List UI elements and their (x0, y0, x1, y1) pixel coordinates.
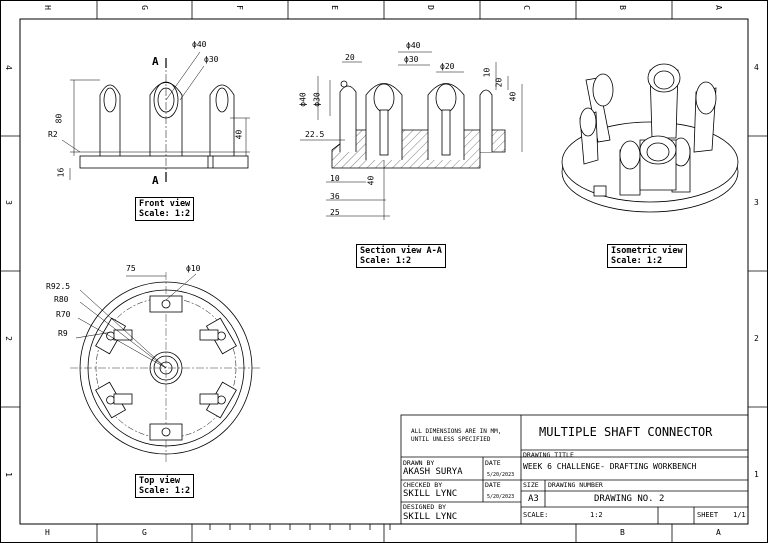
tb-scale-label: SCALE: (523, 511, 549, 519)
tb-note-line1: ALL DIMENSIONS ARE IN MM, (411, 428, 502, 435)
tb-date-label: DATE (485, 459, 501, 467)
zone-label-3-left: 3 (3, 200, 13, 205)
front-dim-d30: ϕ30 (204, 55, 219, 64)
tb-drawn-by: AKASH SURYA (403, 467, 463, 477)
tb-checked-by: SKILL LYNC (403, 489, 458, 499)
isometric-view-label: Isometric view Scale: 1:2 (607, 244, 687, 268)
section-dim-w20: 20 (345, 53, 355, 62)
isometric-view-scale: Scale: 1:2 (611, 256, 663, 266)
zone-label-2-right: 2 (754, 334, 759, 343)
section-dim-l10: 10 (330, 174, 340, 183)
section-view-title: Section view A-A (360, 246, 442, 256)
section-dim-v20: 20 (494, 77, 504, 88)
zone-label-C-top: C (521, 5, 531, 10)
zone-label-4-left: 4 (3, 65, 13, 70)
title-block (400, 414, 749, 525)
zone-label-D-top: D (425, 5, 435, 10)
zone-label-G-top: G (139, 5, 149, 10)
front-view-title: Front view (139, 199, 191, 209)
zone-label-G-bottom: G (142, 528, 147, 537)
front-tube-right (209, 84, 235, 156)
zone-label-F-top: F (234, 5, 244, 10)
tb-sheet-label: SHEET (697, 511, 719, 519)
section-dim-d30: ϕ30 (404, 55, 419, 64)
tb-designed-by-label: DESIGNED BY (403, 503, 447, 511)
zone-label-B-bottom: B (620, 528, 625, 537)
top-dim-r80: R80 (54, 295, 69, 304)
zone-label-3-right: 3 (754, 198, 759, 207)
front-section-mark-bottom: A (152, 174, 159, 187)
front-dim-h80: 80 (54, 113, 64, 124)
isometric-view-title: Isometric view (611, 246, 683, 256)
tb-sheet: 1/1 (733, 511, 746, 519)
zone-label-H-top: H (42, 5, 52, 10)
section-dim-v10: 10 (482, 67, 492, 78)
zone-label-E-top: E (329, 5, 339, 10)
front-tube-center (149, 82, 183, 156)
top-view-title: Top view (139, 476, 180, 486)
top-dim-d10: ϕ10 (186, 264, 201, 273)
tb-date-label2: DATE (485, 481, 501, 489)
front-tube-left (99, 84, 121, 156)
front-dim-h16: 16 (56, 167, 66, 178)
tb-title: MULTIPLE SHAFT CONNECTOR (539, 425, 713, 439)
top-dim-r9: R9 (58, 329, 68, 338)
tb-date2: 5/20/2023 (487, 494, 515, 500)
section-dim-l25: 25 (330, 208, 340, 217)
tb-drawing-title-label: DRAWING TITLE (523, 451, 574, 459)
section-view-label: Section view A-A Scale: 1:2 (356, 244, 446, 268)
top-dim-75: 75 (126, 264, 136, 273)
section-dim-side40: ϕ40 (298, 92, 308, 107)
tb-drawing-title: WEEK 6 CHALLENGE- DRAFTING WORKBENCH (523, 462, 697, 471)
tb-size: A3 (528, 494, 539, 504)
front-dim-r2: R2 (48, 130, 58, 139)
zone-label-1-left: 1 (3, 472, 13, 477)
section-dim-v40b: 40 (366, 175, 376, 186)
zone-label-H-bottom: H (45, 528, 50, 537)
front-base (79, 155, 249, 169)
tb-scale: 1:2 (590, 511, 603, 519)
section-dim-v40: 40 (508, 91, 518, 102)
section-dim-side30: ϕ30 (312, 92, 322, 107)
zone-label-A-bottom: A (716, 528, 721, 537)
front-dim-h40: 40 (234, 129, 244, 140)
top-view (70, 272, 262, 464)
isometric-view (561, 63, 739, 213)
zone-label-2-left: 2 (3, 336, 13, 341)
tb-size-label: SIZE (523, 481, 539, 489)
section-dim-d40: ϕ40 (406, 41, 421, 50)
top-view-label: Top view Scale: 1:2 (135, 474, 195, 498)
tb-drawing-number: DRAWING NO. 2 (594, 494, 665, 504)
tb-date1: 5/20/2023 (487, 472, 515, 478)
front-view-label: Front view Scale: 1:2 (135, 197, 195, 221)
section-dim-l225: 22.5 (305, 130, 325, 139)
front-dim-d40: ϕ40 (192, 40, 207, 49)
top-dim-r925: R92.5 (46, 282, 71, 291)
tb-drawing-number-label: DRAWING NUMBER (548, 481, 603, 489)
top-view-scale: Scale: 1:2 (139, 486, 191, 496)
tb-designed-by: SKILL LYNC (403, 512, 458, 522)
tb-drawn-by-label: DRAWN BY (403, 459, 435, 467)
top-dim-r70: R70 (56, 310, 71, 319)
section-base-hatched (331, 129, 506, 169)
section-dim-l36: 36 (330, 192, 340, 201)
front-section-mark-top: A (152, 55, 159, 68)
front-view (61, 51, 250, 182)
front-view-scale: Scale: 1:2 (139, 209, 191, 219)
tb-checked-by-label: CHECKED BY (403, 481, 443, 489)
tb-note-line2: UNTIL UNLESS SPECIFIED (411, 436, 491, 443)
section-view-scale: Scale: 1:2 (360, 256, 412, 266)
zone-label-1-right: 1 (754, 470, 759, 479)
zone-label-B-top: B (617, 5, 627, 10)
zone-label-A-top: A (713, 5, 723, 10)
section-dim-d20: ϕ20 (440, 62, 455, 71)
section-view (300, 51, 523, 220)
zone-label-4-right: 4 (754, 63, 759, 72)
